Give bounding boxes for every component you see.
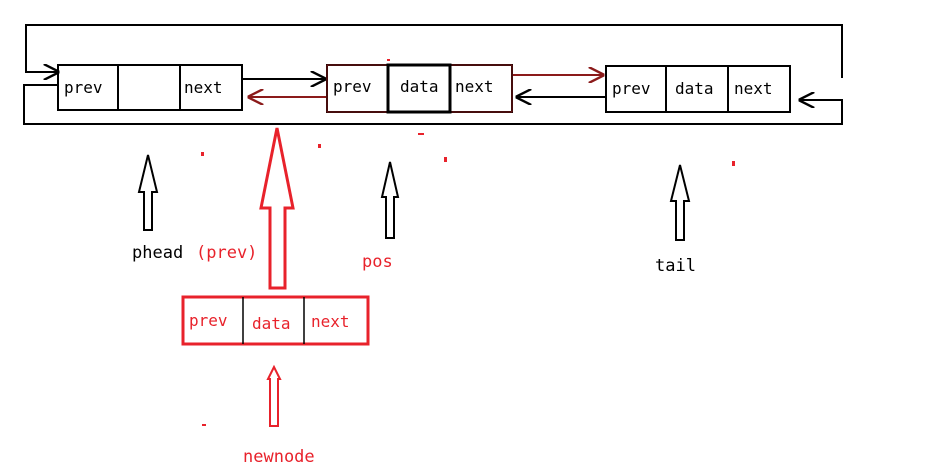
circular-prev-loop — [23, 84, 843, 125]
newnode-label: newnode — [243, 447, 315, 467]
newnode-node: prev data next — [181, 295, 370, 346]
phead-prev-note: (prev) — [196, 243, 257, 263]
pos-node: prev data next — [326, 63, 513, 114]
tail-next-cell: next — [734, 79, 773, 98]
pos-data-cell: data — [400, 77, 439, 96]
newnode-up-arrow-icon — [266, 364, 282, 427]
tail-node: prev data next — [605, 65, 791, 113]
pos-prev-cell: prev — [333, 77, 372, 96]
circular-next-loop — [25, 24, 843, 78]
phead-up-arrow-icon — [137, 154, 159, 231]
insert-up-arrow-icon — [259, 127, 295, 290]
tail-prev-cell: prev — [612, 79, 651, 98]
pos-up-arrow-icon — [380, 161, 400, 239]
newnode-prev-cell: prev — [189, 311, 228, 330]
phead-label: phead — [132, 243, 183, 263]
phead-next-cell: next — [184, 78, 223, 97]
newnode-next-cell: next — [311, 312, 350, 331]
pos-label: pos — [362, 252, 393, 272]
stray-marks — [201, 59, 735, 426]
tail-label: tail — [655, 256, 696, 276]
newnode-data-cell: data — [252, 314, 291, 333]
phead-prev-cell: prev — [64, 78, 103, 97]
phead-node: prev next — [57, 64, 243, 111]
pos-next-cell: next — [455, 77, 494, 96]
tail-up-arrow-icon — [669, 164, 691, 241]
tail-data-cell: data — [675, 79, 714, 98]
